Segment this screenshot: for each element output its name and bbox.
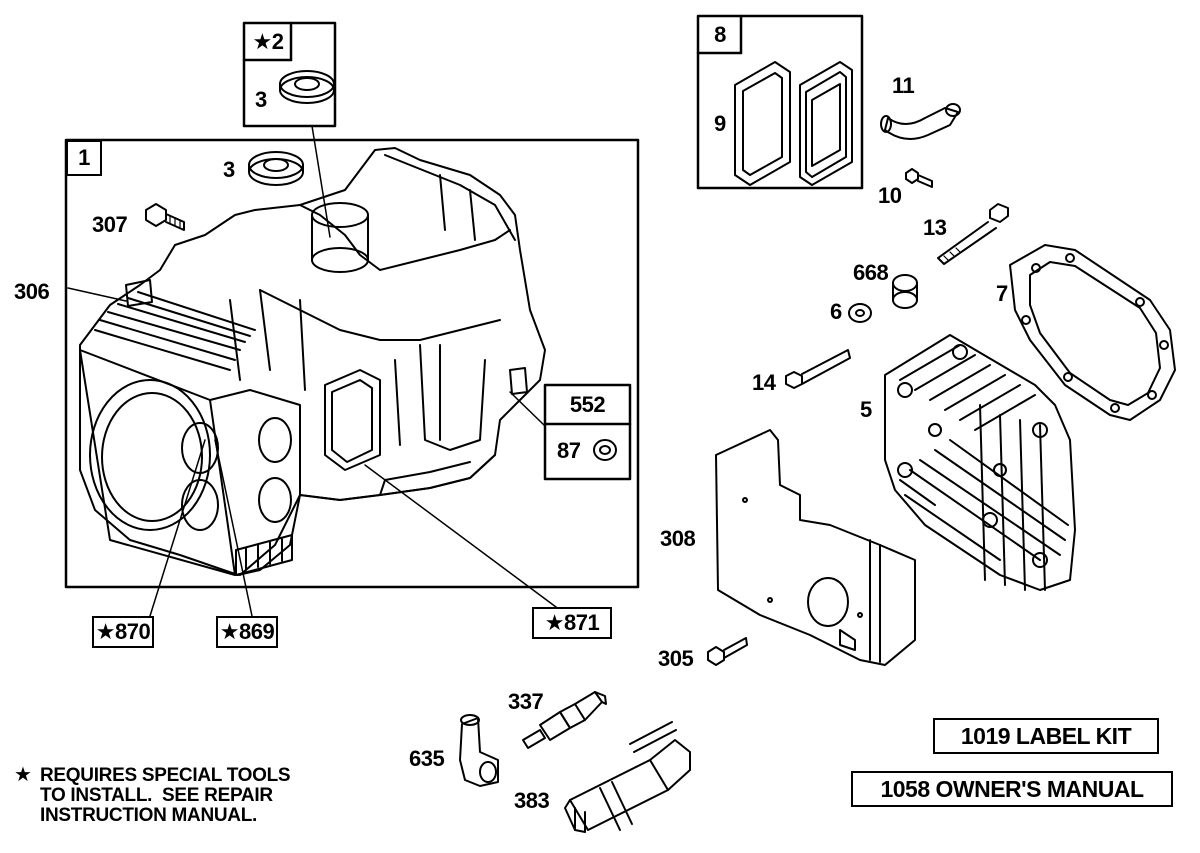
callout-383: 383: [514, 788, 550, 813]
leader-870: [149, 439, 206, 617]
leader-2: [311, 125, 331, 238]
callout-box-8: 8: [698, 16, 742, 54]
callout-306: 306: [14, 279, 50, 304]
group-frame-2: [242, 21, 337, 128]
callout-6: 6: [830, 299, 842, 324]
callout-305: 305: [658, 646, 694, 671]
leader-869: [214, 439, 253, 617]
callout-box-552: 552: [545, 385, 630, 425]
callout-87: 87: [557, 438, 581, 463]
callout-11: 11: [892, 73, 915, 98]
callout-3: 3: [223, 157, 235, 182]
washer-87: [593, 439, 617, 461]
callout-870: 870: [115, 619, 151, 644]
oil-seal-3-top: [279, 70, 335, 104]
callout-14: 14: [752, 370, 776, 395]
owners-manual-text: 1058 OWNER'S MANUAL: [880, 775, 1144, 802]
head-gasket-7: [1009, 244, 1176, 421]
bolt-307: [145, 203, 185, 231]
cylinder-baffle-308: [715, 429, 916, 666]
callout-1: 1: [78, 145, 90, 170]
callout-5: 5: [860, 397, 872, 422]
label-kit-box: 1019 LABEL KIT: [933, 718, 1159, 754]
group-frame-1: [64, 138, 640, 589]
callout-box-2: ★2: [244, 23, 292, 61]
footnote-line-3: INSTRUCTION MANUAL.: [40, 805, 258, 826]
footnote-line-2: TO INSTALL. SEE REPAIR: [40, 785, 273, 806]
group-frame-552: [543, 383, 632, 481]
head-bolt-13: [937, 203, 1009, 265]
screw-305: [707, 637, 748, 666]
callout-8: 8: [714, 22, 726, 47]
washer-6: [848, 303, 872, 323]
callout-307: 307: [92, 212, 128, 237]
callout-13: 13: [923, 215, 947, 240]
breather-tube-11: [880, 103, 961, 140]
star-icon: ★: [544, 610, 565, 635]
spacer-668: [892, 274, 918, 309]
callout-2: 2: [271, 29, 284, 54]
callout-337: 337: [508, 689, 544, 714]
leader-871: [364, 464, 561, 611]
group-frame-8: [696, 14, 864, 190]
star-icon: ★: [95, 619, 116, 644]
label-kit-text: 1019 LABEL KIT: [960, 722, 1132, 749]
leader-87: [509, 391, 546, 427]
callout-box-871: ★871: [532, 607, 612, 639]
leader-306: [67, 287, 127, 302]
callout-871: 871: [564, 610, 600, 635]
callout-box-869: ★869: [216, 616, 278, 648]
callout-668: 668: [853, 260, 889, 285]
star-icon: ★: [14, 764, 32, 786]
breather-gasket-9: [734, 61, 853, 186]
spark-plug-337: [522, 691, 607, 749]
bolt-10: [905, 168, 933, 188]
owners-manual-box: 1058 OWNER'S MANUAL: [851, 771, 1173, 807]
star-icon: ★: [252, 29, 273, 54]
callout-7: 7: [996, 281, 1008, 306]
callout-3-box: 3: [255, 87, 267, 112]
star-icon: ★: [219, 619, 240, 644]
footnote-line-1: REQUIRES SPECIAL TOOLS: [40, 765, 291, 786]
bolt-14: [785, 349, 851, 389]
cylinder-block: [79, 147, 546, 576]
terminal-635: [459, 714, 499, 787]
spark-plug-wrench-383: [564, 721, 691, 833]
callout-box-870: ★870: [92, 616, 154, 648]
callout-308: 308: [660, 526, 696, 551]
callout-869: 869: [239, 619, 275, 644]
callout-9: 9: [714, 111, 726, 136]
callout-635: 635: [409, 746, 445, 771]
cylinder-head-5: [884, 334, 1076, 591]
callout-552: 552: [569, 392, 606, 417]
oil-seal-3: [248, 151, 304, 186]
callout-10: 10: [878, 183, 902, 208]
callout-box-1: 1: [66, 140, 102, 176]
